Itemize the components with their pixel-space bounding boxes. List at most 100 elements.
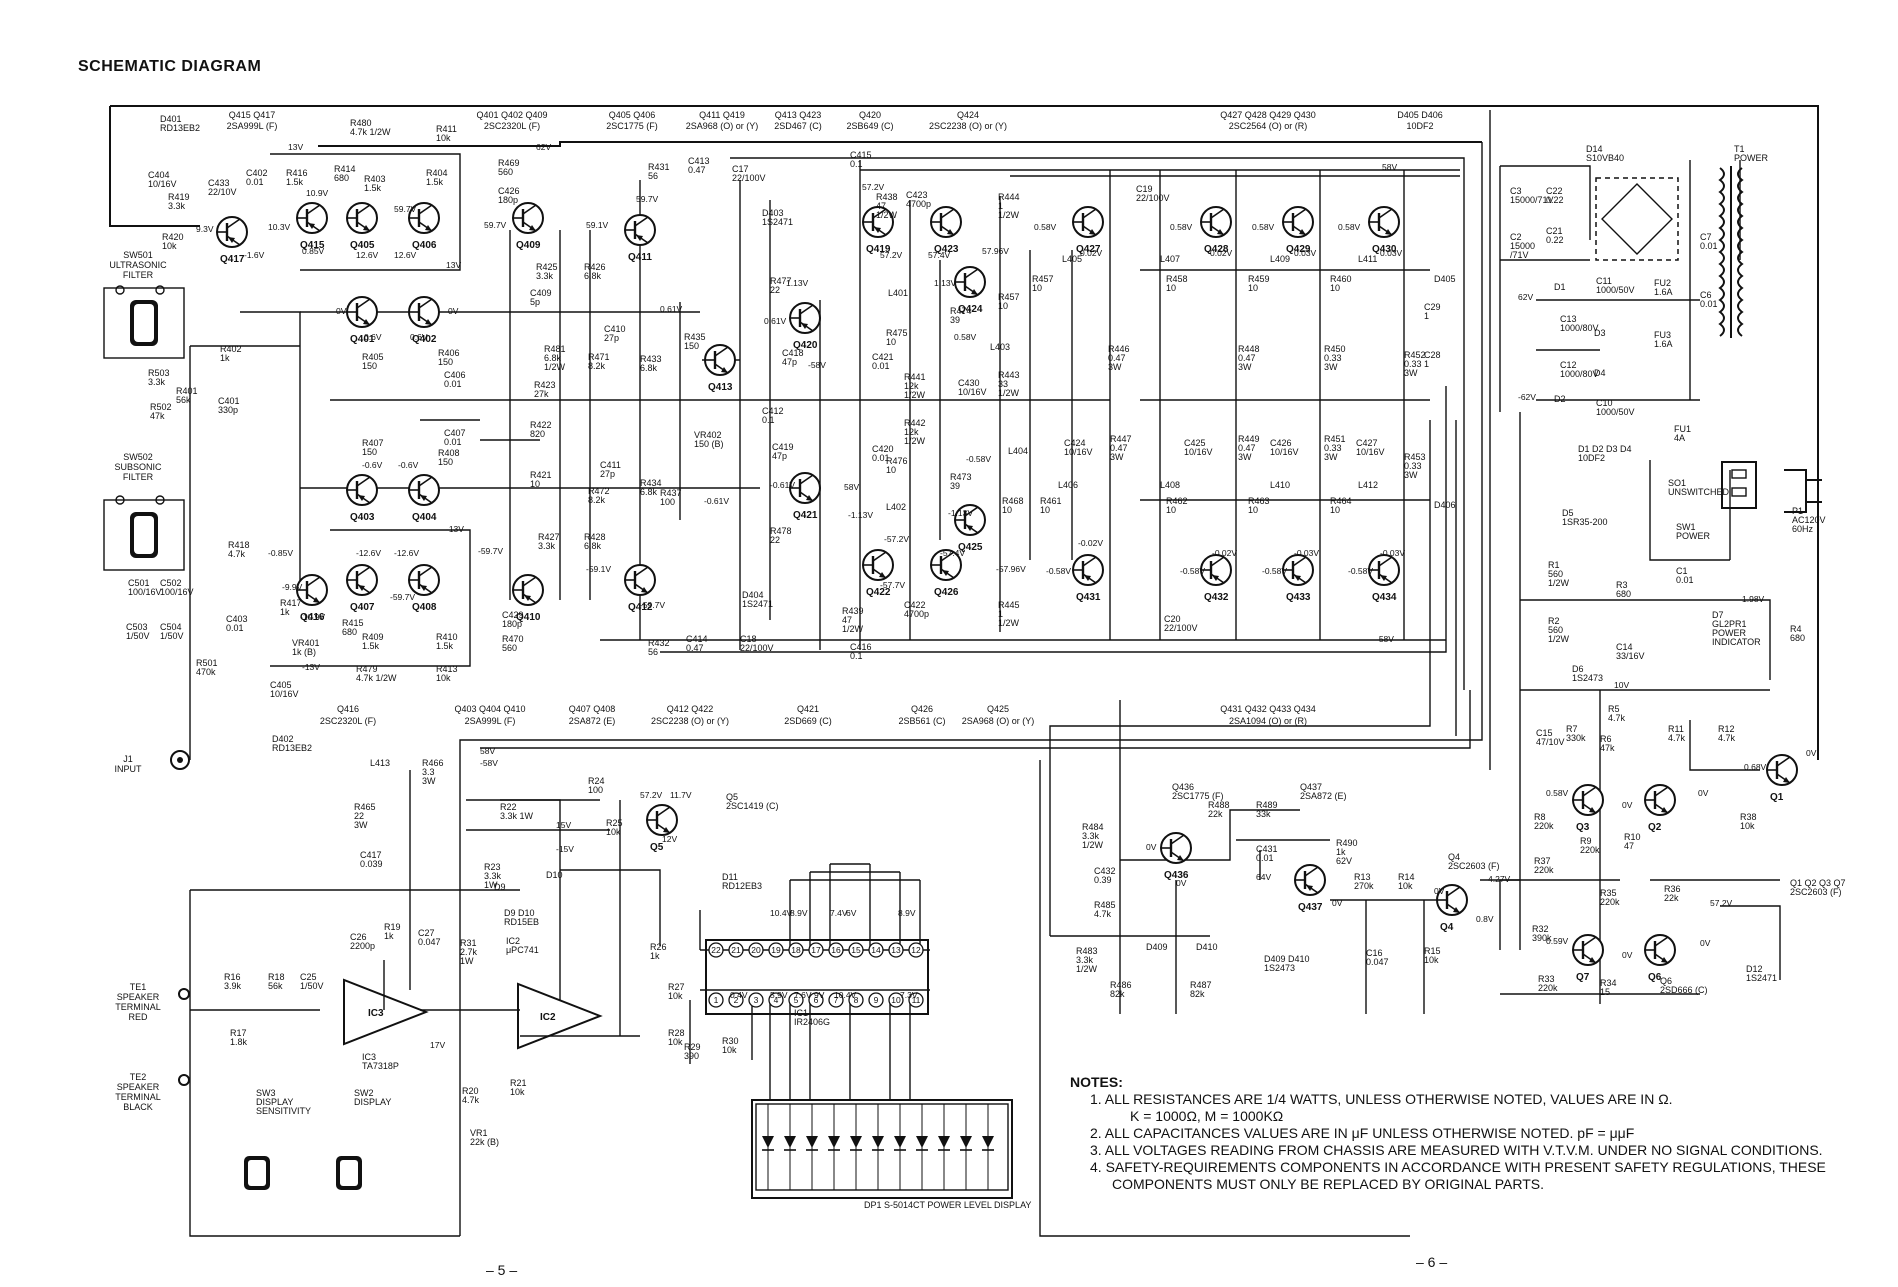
transistor-q436: Q436 [1160, 832, 1192, 881]
voltage-reading: -59.7V [478, 546, 503, 556]
voltage-reading: 0.61V [660, 304, 683, 314]
voltage-reading: 0.58V [954, 332, 977, 342]
component-label: L410 [1270, 480, 1290, 490]
voltage-reading: 9V [814, 990, 825, 1000]
voltage-reading: 0.58V [1546, 788, 1569, 798]
ic1-pin [808, 992, 824, 1008]
transistor-label: Q431 [1076, 592, 1101, 603]
ic1-pin [828, 992, 844, 1008]
ic1-pin-number: 16 [831, 945, 841, 955]
ic1-pin [708, 992, 724, 1008]
ic1-pin-number: 2 [734, 995, 739, 1005]
transistor-q403: Q403 [346, 474, 378, 523]
ic1-pin [888, 942, 904, 958]
ic1-pin-number: 22 [711, 945, 721, 955]
ic1-pin-number: 21 [731, 945, 741, 955]
header-part: 2SC2238 (O) or (Y) [651, 716, 729, 726]
voltage-reading: -0.61V [704, 496, 729, 506]
transistor-label: Q406 [412, 240, 437, 251]
header-refs: Q407 Q408 [569, 704, 616, 714]
voltage-reading: -59.7V [390, 592, 415, 602]
voltage-reading: 0V [1146, 842, 1157, 852]
voltage-reading: -0.58V [966, 454, 991, 464]
transistor-label: Q424 [958, 304, 983, 315]
header-part: 2SB561 (C) [898, 716, 945, 726]
ic1-pin [728, 942, 744, 958]
voltage-reading: -1.6V [244, 250, 265, 260]
transistor-q422: Q422 [862, 549, 894, 598]
voltage-reading: 9.3V [196, 224, 214, 234]
voltage-reading: 0.6V [364, 332, 382, 342]
transistor-q3: Q3 [1572, 784, 1604, 833]
transistor-q5: Q5 [646, 804, 678, 853]
transistor-label: Q423 [934, 244, 959, 255]
header-refs: Q426 [911, 704, 933, 714]
voltage-reading: -0.85V [268, 548, 293, 558]
transistor-q432: Q432 [1200, 554, 1232, 603]
voltage-reading: 8.9V [790, 908, 808, 918]
voltage-reading: 0V [1806, 748, 1817, 758]
voltage-reading: -0.02V [1078, 538, 1103, 548]
voltage-reading: 10.4V [834, 990, 857, 1000]
voltage-reading: 0V [1332, 898, 1343, 908]
transistor-label: Q437 [1298, 902, 1323, 913]
switch-sw2 [336, 1156, 362, 1190]
header-refs: Q405 Q406 [609, 110, 656, 120]
voltage-reading: 0V [1622, 950, 1633, 960]
transistor-q419: Q419 [862, 206, 894, 255]
header-refs: Q411 Q419 [699, 110, 745, 120]
voltage-reading: -0.6V [362, 460, 383, 470]
transistor-label: Q434 [1372, 592, 1397, 603]
ic2-opamp [517, 982, 603, 1050]
voltage-reading: 59.1V [586, 220, 609, 230]
